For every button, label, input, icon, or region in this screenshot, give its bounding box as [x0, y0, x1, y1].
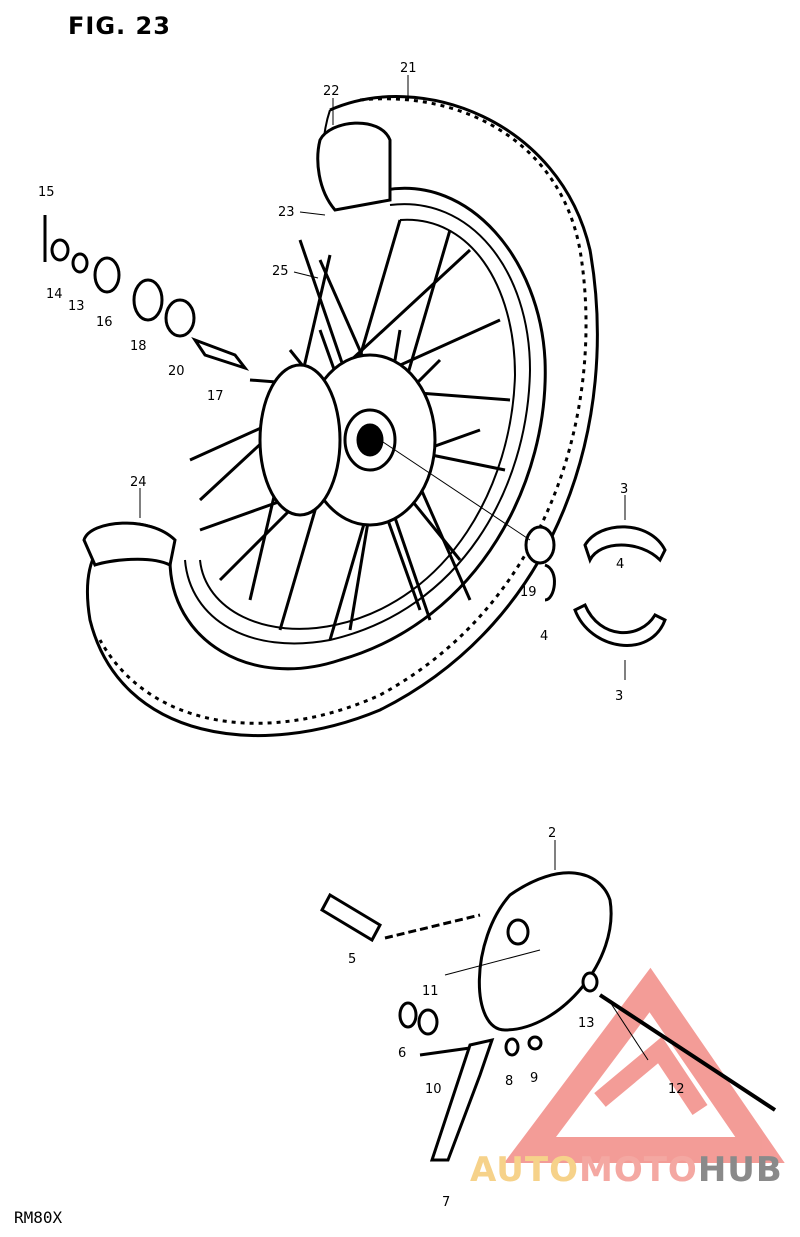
brake-panel	[320, 871, 777, 1162]
tire-tread	[98, 97, 588, 725]
part-label: 17	[207, 389, 224, 404]
part-label: 3	[620, 482, 628, 497]
part-label: 20	[168, 364, 185, 379]
part-label: 25	[272, 264, 289, 279]
part-label: 11	[422, 984, 439, 999]
part-label: 4	[540, 629, 548, 644]
part-label: 8	[505, 1074, 513, 1089]
part-label: 2	[548, 826, 556, 841]
part-label: 5	[348, 952, 356, 967]
part-label: 19	[520, 585, 537, 600]
part-label: 15	[38, 185, 55, 200]
part-label: 13	[578, 1016, 595, 1031]
part-label: 16	[96, 315, 113, 330]
part-label: 24	[130, 475, 147, 490]
part-label: 7	[442, 1195, 450, 1210]
part-label: 23	[278, 205, 295, 220]
model-label: RM80X	[14, 1208, 63, 1227]
part-label: 12	[668, 1082, 685, 1097]
tube	[82, 121, 392, 568]
axle-parts	[43, 215, 556, 602]
part-label: 10	[425, 1082, 442, 1097]
part-label: 9	[530, 1071, 538, 1086]
watermark-text: AUTOMOTOHUB	[470, 1150, 783, 1190]
part-label: 21	[400, 61, 417, 76]
part-label: 13	[68, 299, 85, 314]
part-label: 4	[616, 557, 624, 572]
part-label: 3	[615, 689, 623, 704]
watermark-part2: MOTO	[578, 1150, 698, 1190]
part-label: 14	[46, 287, 63, 302]
part-label: 22	[323, 84, 340, 99]
leader-lines	[139, 75, 649, 1061]
brake-shoes	[573, 525, 667, 647]
part-label: 6	[398, 1046, 406, 1061]
rim	[184, 203, 532, 645]
wheel-hub	[258, 353, 437, 527]
watermark-part3: HUB	[697, 1150, 783, 1190]
figure-title: FIG. 23	[68, 12, 171, 40]
watermark-logo	[504, 967, 785, 1163]
watermark-part1: AUTO	[470, 1150, 579, 1190]
part-label: 18	[130, 339, 147, 354]
